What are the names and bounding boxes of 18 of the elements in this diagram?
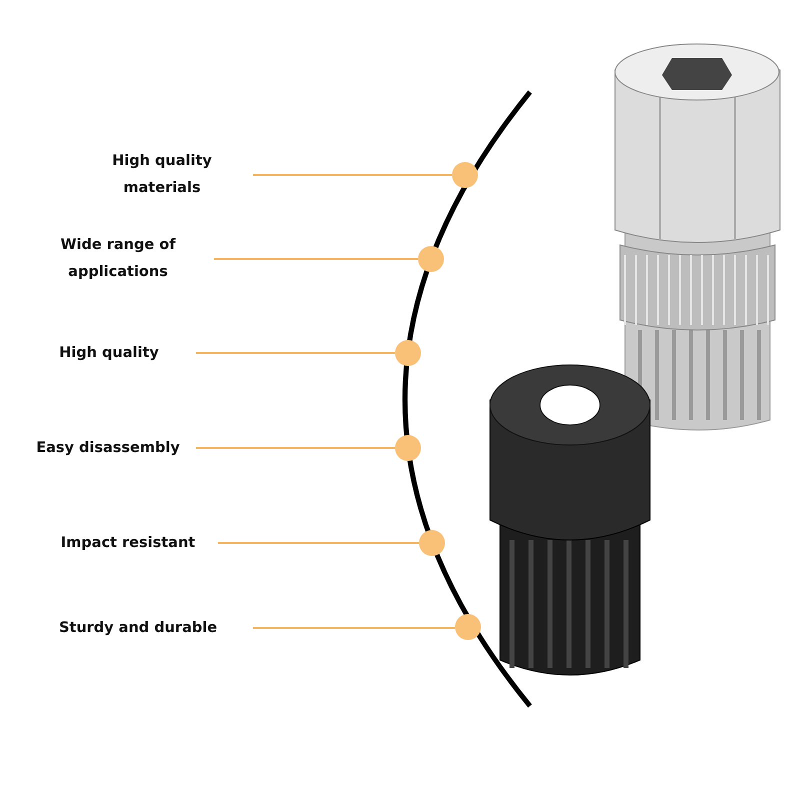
leader-line <box>253 174 452 176</box>
feature-label: High quality materials <box>71 148 253 202</box>
leader-line <box>214 258 418 260</box>
leader-line <box>196 352 395 354</box>
marker-dot <box>395 435 421 461</box>
marker-dot <box>418 246 444 272</box>
leader-line <box>253 627 455 629</box>
feature-label: Impact resistant <box>38 530 218 556</box>
marker-dot <box>395 340 421 366</box>
marker-dot <box>452 162 478 188</box>
marker-dot <box>455 614 481 640</box>
leader-line <box>218 542 419 544</box>
marker-dot <box>419 530 445 556</box>
leader-line <box>196 447 395 449</box>
feature-label: Sturdy and durable <box>23 614 253 642</box>
feature-label: High quality <box>22 340 196 366</box>
feature-label: Easy disassembly <box>20 434 196 462</box>
feature-label: Wide range of applications <box>22 232 214 286</box>
